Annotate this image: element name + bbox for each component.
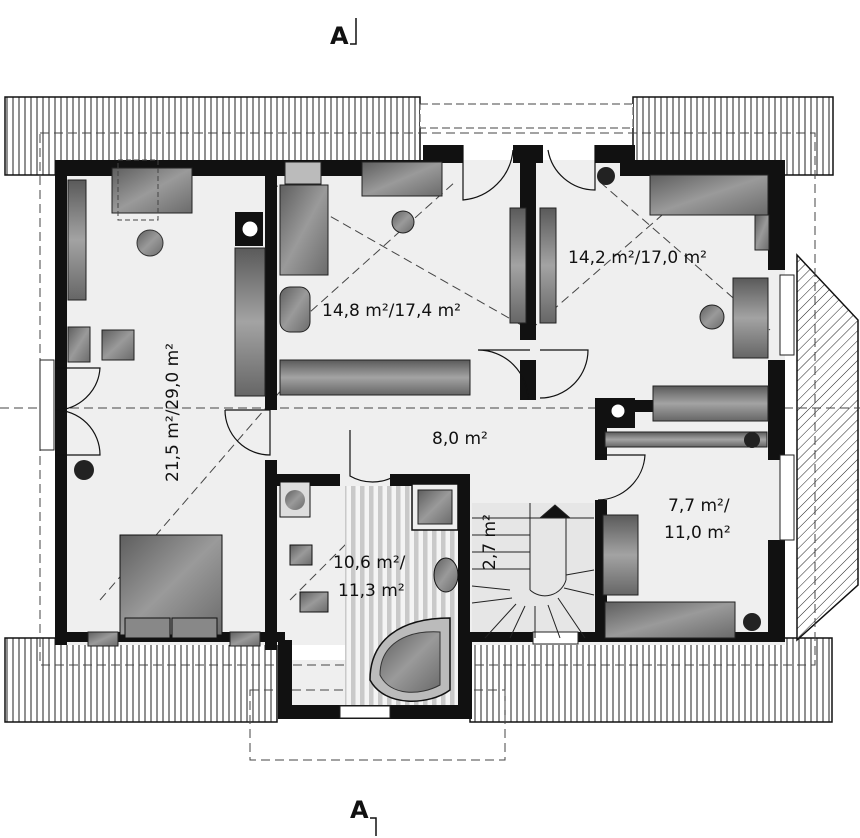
bath-area-line2: 11,3 m² — [338, 581, 405, 601]
svg-text:A: A — [350, 796, 369, 824]
bathroom — [279, 481, 459, 705]
top-mid-room-area: 14,8 m²/17,4 m² — [322, 301, 461, 321]
windows — [39, 274, 795, 719]
svg-text:A: A — [330, 22, 349, 50]
small-room-area-line2: 11,0 m² — [664, 523, 731, 543]
stairs — [471, 503, 595, 639]
small-room-area-line1: 7,7 m²/ — [668, 496, 730, 516]
left-room-area: 21,5 m²/29,0 m² — [163, 343, 183, 482]
stair-area: 2,7 m² — [480, 514, 500, 570]
bath-area-line1: 10,6 m²/ — [333, 553, 406, 573]
section-mark-bottom: A — [350, 796, 377, 836]
doors — [54, 145, 646, 501]
hall-area: 8,0 m² — [432, 429, 488, 449]
top-right-room-area: 14,2 m²/17,0 m² — [568, 248, 707, 268]
furniture — [67, 159, 770, 647]
room-labels: 21,5 m²/29,0 m² 14,8 m²/17,4 m² 14,2 m²/… — [163, 248, 731, 601]
plants — [74, 167, 761, 631]
section-mark-top: A — [330, 18, 357, 50]
